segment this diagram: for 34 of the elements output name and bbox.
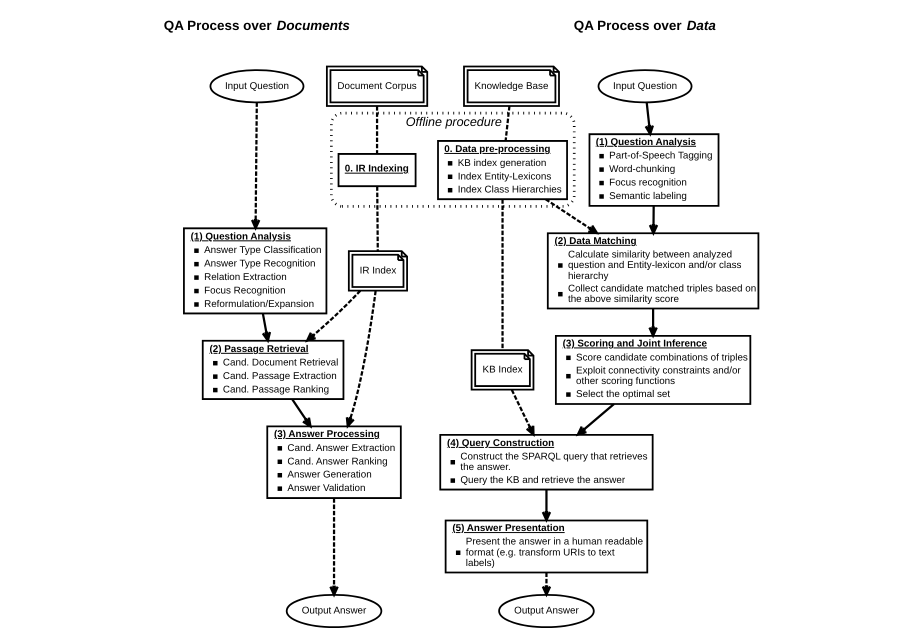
label: QA Process over Data xyxy=(573,18,716,34)
node-box: (4) Query Construction Construct the SPARQL query that retrieves the answer. Query the KB and retrieve the answer xyxy=(438,434,654,490)
node-box: 0. IR Indexing xyxy=(337,153,416,188)
connector xyxy=(375,106,378,154)
node-ellipse: Output Answer xyxy=(285,594,382,628)
node-box: (2) Passage Retrieval Cand. Document Retrieval Cand. Passage Extraction Cand. Passage Ranking xyxy=(201,340,344,400)
arrow xyxy=(305,290,361,342)
node-ellipse: Input Question xyxy=(209,69,304,104)
connector xyxy=(504,106,510,142)
connector xyxy=(376,186,378,251)
connector xyxy=(500,199,504,350)
arrow xyxy=(328,498,338,596)
arrow xyxy=(261,313,271,342)
arrow xyxy=(544,198,598,234)
arrow xyxy=(541,572,551,596)
label: QA Process over Documents xyxy=(163,18,350,34)
arrow xyxy=(541,490,551,522)
node-box: (3) Answer Processing Cand. Answer Extraction Cand. Answer Ranking Answer Generation Answer Validation xyxy=(266,425,402,499)
arrow xyxy=(648,206,658,234)
node-box: (5) Answer Presentation Present the answer in a human readable format (e.g. transform URIs to text labels) xyxy=(444,520,648,574)
arrow xyxy=(510,390,534,436)
arrow xyxy=(644,102,654,136)
node-box: (1) Question Analysis Part-of-Speech Tagging Word-chunking Focus recognition Semantic labeling xyxy=(588,133,719,207)
node-box: (2) Data Matching Calculate similarity between analyzed question and Entity-lexicon and/or class hierarchy Collect candidate matched triples based on the above similarity score xyxy=(546,232,759,310)
node-ellipse: Input Question xyxy=(597,69,692,104)
arrow xyxy=(576,403,614,436)
arrow xyxy=(345,290,376,428)
node-box: 0. Data pre-processing KB index generation Index Entity-Lexicons Index Class Hierarchies xyxy=(436,140,568,200)
node-box: (1) Question Analysis Answer Type Classification Answer Type Recognition Relation Extraction Focus Recognition Reformulation/Expansion xyxy=(182,227,327,314)
arrow xyxy=(250,102,260,230)
node-box: (3) Scoring and Joint Inference Score candidate combinations of triples Exploit connectivity constraints and/or other scoring functions Select the optimal set xyxy=(554,334,751,405)
arrow xyxy=(648,308,658,337)
node-ellipse: Output Answer xyxy=(498,594,594,628)
arrow xyxy=(290,398,312,428)
